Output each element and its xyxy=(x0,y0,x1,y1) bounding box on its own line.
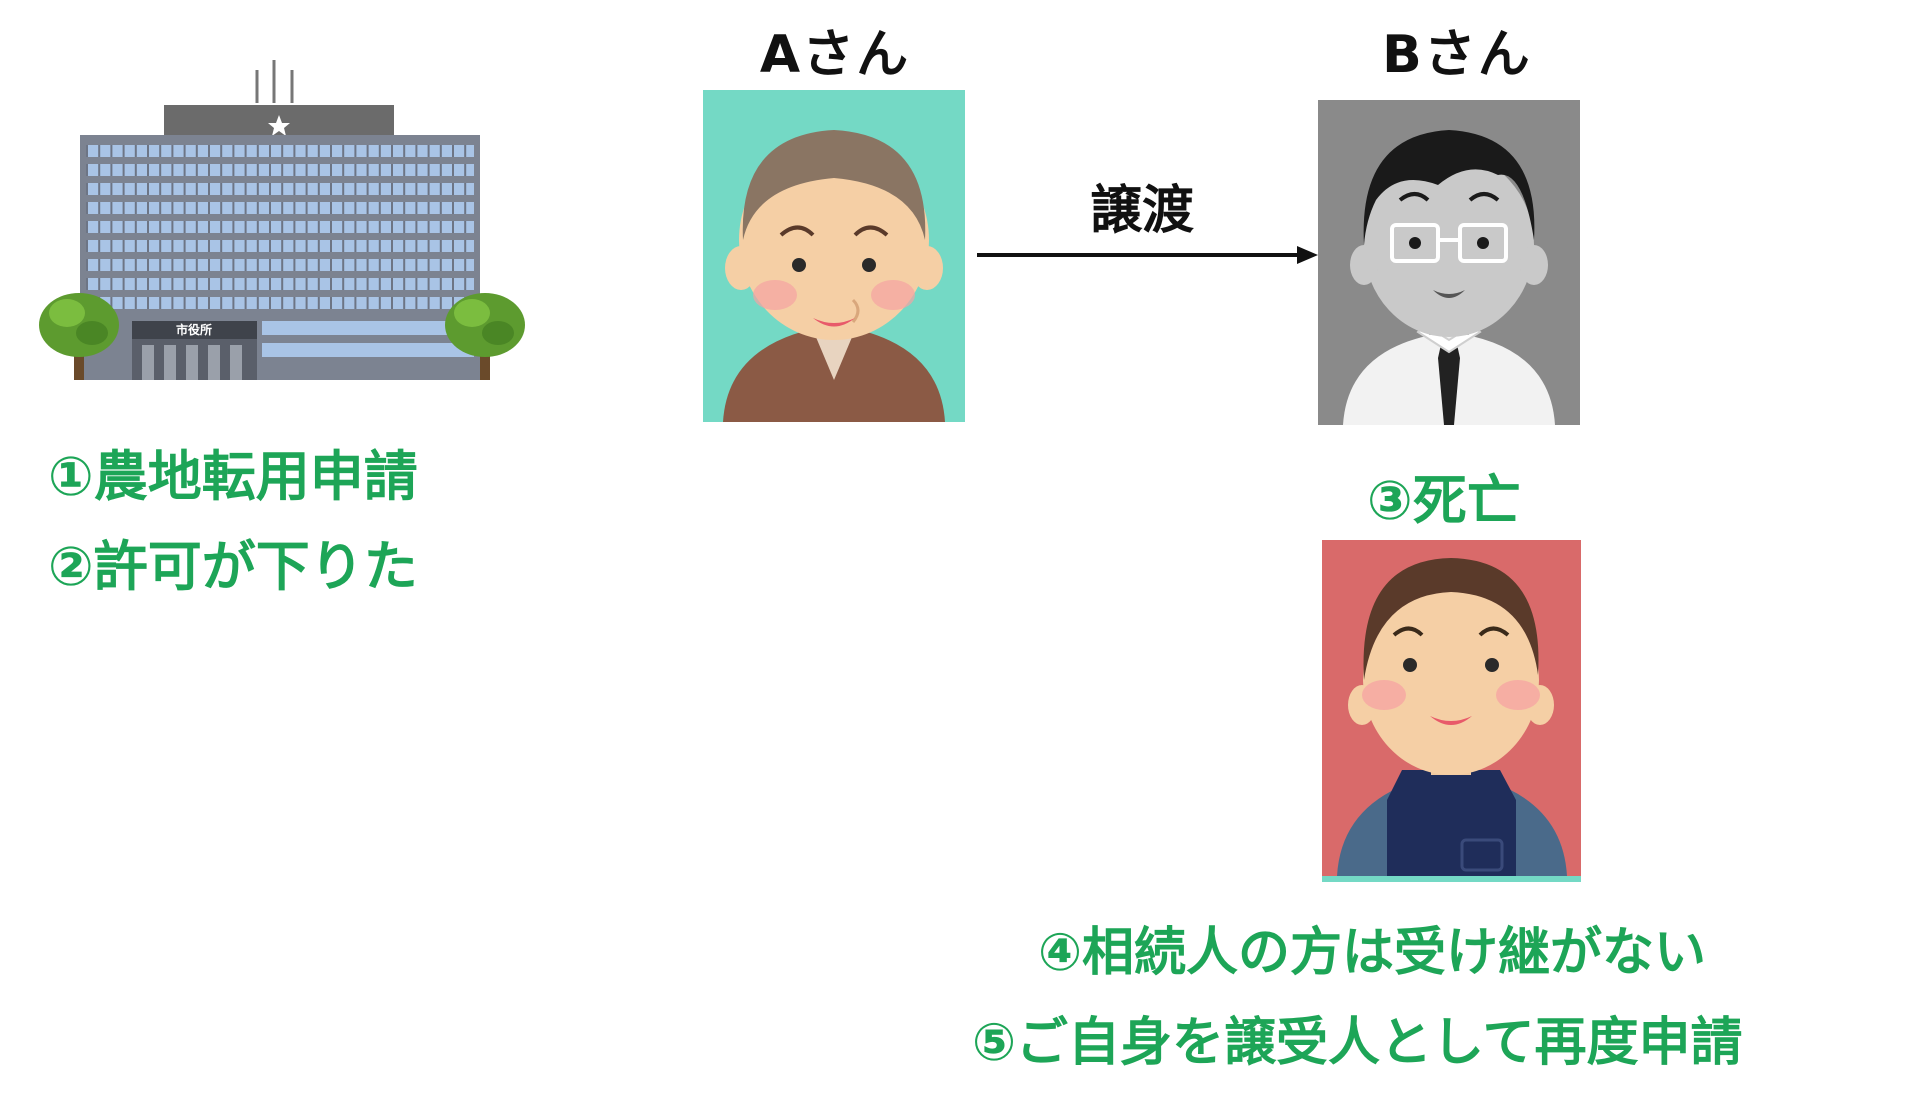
step-heir-does-not-inherit: ④相続人の方は受け継がない xyxy=(1038,923,1707,983)
building-window-row xyxy=(262,343,474,357)
step-farmland-conversion-application: ①農地転用申請 xyxy=(48,445,418,508)
building-window-row xyxy=(86,240,474,252)
person-b-portrait xyxy=(1318,100,1580,425)
transfer-label: 譲渡 xyxy=(1090,181,1195,241)
building-window-row xyxy=(262,321,474,335)
heir-portrait xyxy=(1322,540,1581,882)
step-reapply-as-transferee: ⑤ご自身を譲受人として再度申請 xyxy=(972,1013,1743,1073)
transfer-arrow xyxy=(975,240,1320,270)
building-window-row xyxy=(86,259,474,271)
step-death: ③死亡 xyxy=(1367,469,1521,532)
building-window-row xyxy=(86,183,474,195)
person-a-portrait xyxy=(703,90,965,422)
person-a-label: Aさん xyxy=(759,25,911,85)
building-window-row xyxy=(86,221,474,233)
city-hall-sign: 市役所 xyxy=(176,322,212,337)
person-b-label: Bさん xyxy=(1382,25,1532,85)
building-window-row xyxy=(86,297,474,309)
building-window-row xyxy=(86,278,474,290)
building-window-row xyxy=(86,202,474,214)
building-window-row xyxy=(86,164,474,176)
building-window-row xyxy=(86,145,474,157)
step-permission-granted: ②許可が下りた xyxy=(48,535,418,598)
city-hall-illustration: 市役所 xyxy=(22,55,527,380)
